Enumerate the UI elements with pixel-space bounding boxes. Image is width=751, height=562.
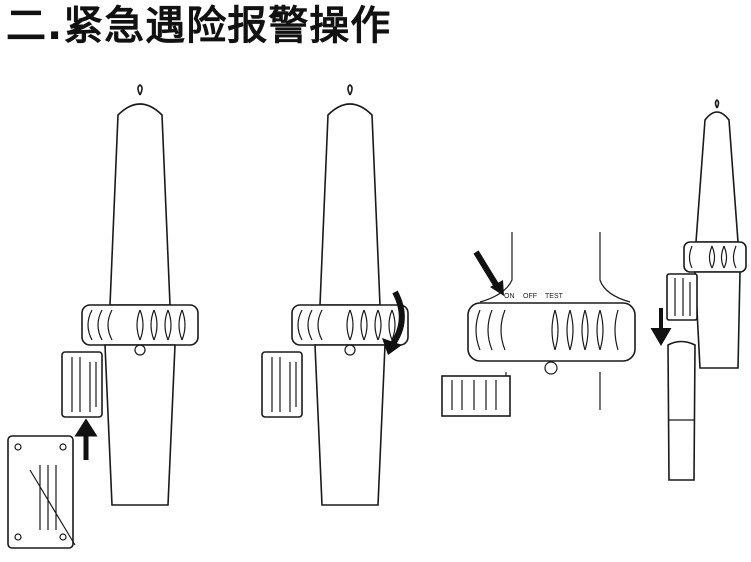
page-title: 二.紧急遇险报警操作 [6,3,392,49]
figure-step-4 [650,99,747,481]
arrow-down-icon [650,308,672,346]
arrow-up-icon [74,418,98,460]
wall-plate [7,435,76,549]
switch-label-on: ON [504,293,515,300]
pointer-arrow-icon [473,250,501,290]
switch-label-off: OFF [523,293,537,300]
figure-step-1 [7,84,199,549]
rotate-arrow-icon [389,290,405,347]
figure-step-2 [261,84,409,506]
switch-label-test: TEST [545,293,564,300]
figure-step-3: ON OFF TEST [441,232,636,417]
